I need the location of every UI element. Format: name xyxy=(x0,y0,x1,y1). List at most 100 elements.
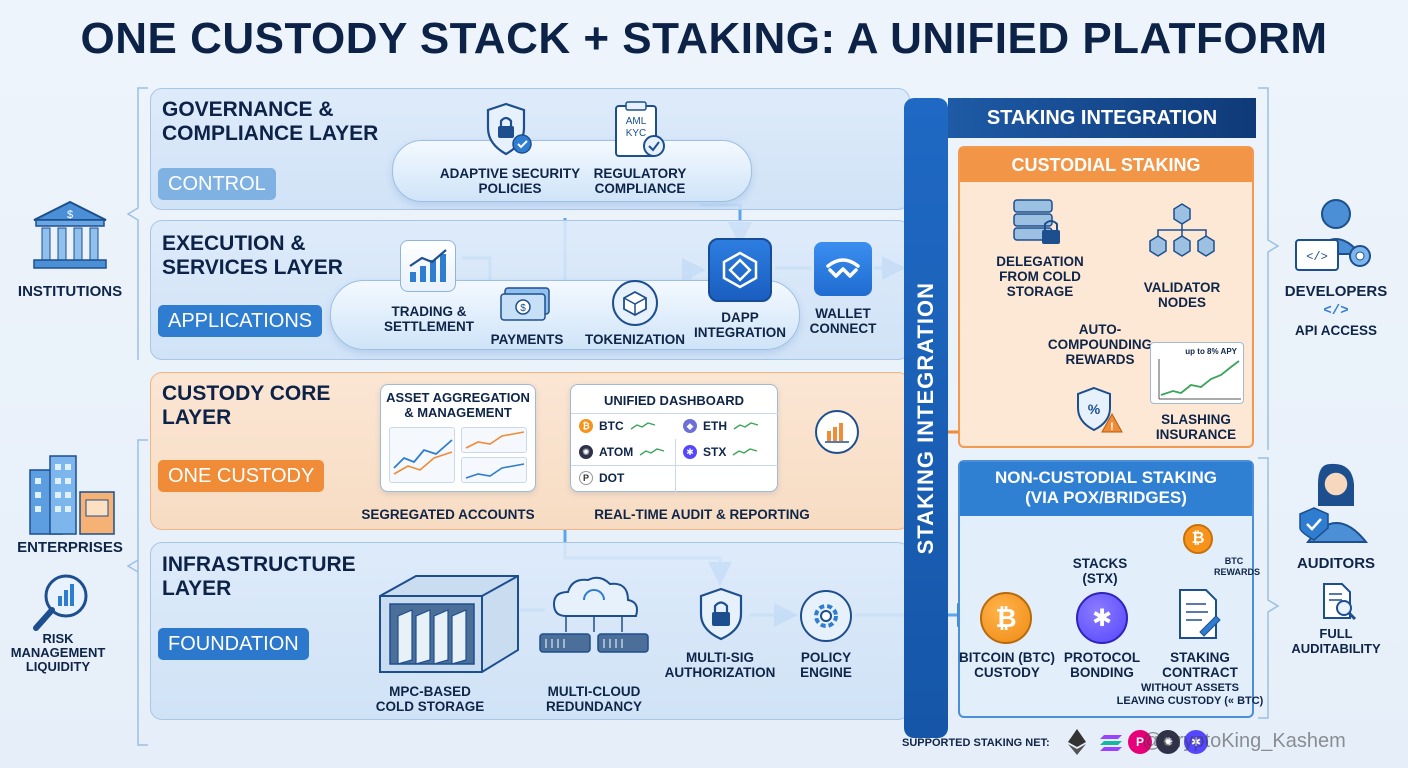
adaptive-security-label: ADAPTIVE SECURITY POLICIES xyxy=(430,166,590,196)
staking-header: STAKING INTEGRATION xyxy=(948,98,1256,138)
svg-text:!: ! xyxy=(1110,421,1114,433)
mini-chart-1 xyxy=(389,427,455,483)
custodial-staking-title: CUSTODIAL STAKING xyxy=(960,148,1252,182)
asset-btc: ₿ BTC xyxy=(579,419,656,433)
auto-line-2: COMPOUNDING xyxy=(1047,337,1153,352)
delegation-line-1: DELEGATION xyxy=(996,254,1084,269)
slashing-insurance-label: SLASHING INSURANCE xyxy=(1136,412,1256,442)
regulatory-line-2: COMPLIANCE xyxy=(594,181,686,196)
contract-icon xyxy=(1176,588,1222,642)
trading-settlement-label: TRADING & SETTLEMENT xyxy=(370,304,488,334)
execution-title-line-2: SERVICES LAYER xyxy=(162,256,343,279)
governance-title: GOVERNANCE & COMPLIANCE LAYER xyxy=(162,98,402,146)
btc-coin-icon: ₿ xyxy=(579,419,593,433)
contract-line-1: STAKING xyxy=(1170,650,1230,665)
btc-rewards-label: BTC REWARDS xyxy=(1214,556,1261,578)
wallet-line-2: CONNECT xyxy=(809,321,877,336)
governance-title-line-1: GOVERNANCE & xyxy=(162,98,334,121)
atom-coin-icon: ✺ xyxy=(579,445,593,459)
server-lock-icon xyxy=(1010,196,1066,250)
enterprises-label: ENTERPRISES xyxy=(17,539,123,556)
cosmos-icon: ✺ xyxy=(1156,730,1180,754)
chart-icon xyxy=(400,240,456,292)
stx-symbol: STX xyxy=(703,445,727,459)
wallet-connect-label: WALLET CONNECT xyxy=(800,306,886,336)
multisig-shield-icon xyxy=(696,586,746,642)
aggregation-title-line-1: ASSET AGGREGATION xyxy=(386,390,530,405)
segregated-accounts-label: SEGREGATED ACCOUNTS xyxy=(361,507,535,522)
clipboard-check-icon: AML KYC xyxy=(612,100,668,160)
tokenization-label: TOKENIZATION xyxy=(585,332,685,347)
noncustodial-title: NON-CUSTODIAL STAKING (VIA POX/BRIDGES) xyxy=(960,462,1252,516)
magnifier-chart-icon xyxy=(30,572,94,636)
btc-rewards-line-1: BTC xyxy=(1224,556,1244,566)
noncustodial-title-line-2: (VIA POX/BRIDGES) xyxy=(1025,488,1187,507)
dapp-line-1: DAPP xyxy=(721,310,759,325)
eth-coin-icon: ◆ xyxy=(683,419,697,433)
risk-label: RISK MANAGEMENT LIQUIDITY xyxy=(10,632,106,674)
staking-contract-label: STAKING CONTRACT xyxy=(1150,650,1250,680)
page-title: ONE CUSTODY STACK + STAKING: A UNIFIED P… xyxy=(80,14,1328,63)
svg-text:%: % xyxy=(1088,401,1101,417)
without-assets-note: WITHOUT ASSETS LEAVING CUSTODY (« BTC) xyxy=(1110,682,1270,708)
gear-icon xyxy=(800,590,852,642)
wallet-line-1: WALLET xyxy=(815,306,871,321)
infrastructure-title-line-1: INFRASTRUCTURE xyxy=(162,553,356,576)
unified-dashboard-panel: UNIFIED DASHBOARD ₿ BTC ◆ ETH ✺ ATOM ✱ S… xyxy=(570,384,779,493)
apy-label: up to 8% APY xyxy=(1185,347,1237,356)
asset-aggregation-title: ASSET AGGREGATION & MANAGEMENT xyxy=(381,390,535,420)
document-search-icon xyxy=(1318,582,1358,622)
multi-sig-line-1: MULTI-SIG xyxy=(686,650,754,665)
asset-dot: P DOT xyxy=(579,471,624,485)
btc-custody-label: BITCOIN (BTC) CUSTODY xyxy=(954,650,1060,680)
dapp-icon xyxy=(708,238,772,302)
bar-chart-icon xyxy=(815,410,859,454)
btc-reward-coin-icon: ₿ xyxy=(1183,524,1213,554)
validator-nodes-icon xyxy=(1144,200,1220,272)
full-auditability-line-1: FULL xyxy=(1319,626,1353,641)
risk-line-2: MANAGEMENT xyxy=(10,645,106,660)
staking-vertical-label: STAKING INTEGRATION xyxy=(913,281,938,555)
risk-line-1: RISK xyxy=(42,631,74,646)
svg-text:$: $ xyxy=(67,209,73,221)
policy-line-2: ENGINE xyxy=(800,665,852,680)
auto-line-1: AUTO- xyxy=(1078,322,1122,337)
real-time-audit-label: REAL-TIME AUDIT & REPORTING xyxy=(594,507,810,522)
solana-icon xyxy=(1100,730,1124,754)
cloud-icon xyxy=(536,572,656,678)
btc-symbol: BTC xyxy=(599,419,624,433)
noncustodial-title-line-1: NON-CUSTODIAL STAKING xyxy=(995,468,1217,487)
slashing-line-1: SLASHING xyxy=(1161,412,1231,427)
multi-cloud-line-2: REDUNDANCY xyxy=(545,699,642,714)
delegation-label: DELEGATION FROM COLD STORAGE xyxy=(984,254,1096,299)
btc-custody-line-1: BITCOIN (BTC) xyxy=(959,650,1055,665)
dapp-integration-label: DAPP INTEGRATION xyxy=(690,310,790,340)
adaptive-security-line-1: ADAPTIVE SECURITY xyxy=(439,166,581,181)
polkadot-icon: P xyxy=(1128,730,1152,754)
institutions-label: INSTITUTIONS xyxy=(17,283,123,300)
developer-icon: </> xyxy=(1292,194,1376,278)
walletconnect-icon xyxy=(814,242,872,296)
risk-line-3: LIQUIDITY xyxy=(25,659,91,674)
multi-sig-line-2: AUTHORIZATION xyxy=(664,665,776,680)
mpc-cold-storage-label: MPC-BASED COLD STORAGE xyxy=(360,684,500,714)
asset-stx: ✱ STX xyxy=(683,445,758,459)
execution-title-line-1: EXECUTION & xyxy=(162,232,306,255)
btc-rewards-line-2: REWARDS xyxy=(1214,567,1261,577)
apy-growth-chart xyxy=(1158,359,1241,400)
custody-core-title-line-2: LAYER xyxy=(162,406,232,429)
multi-cloud-line-1: MULTI-CLOUD xyxy=(547,684,641,699)
api-access-label: API ACCESS xyxy=(1294,323,1377,338)
enterprise-building-icon xyxy=(22,452,118,536)
stx-coin-icon: ✱ xyxy=(683,445,697,459)
protocol-bonding-label: PROTOCOL BONDING xyxy=(1056,650,1148,680)
payments-label: PAYMENTS xyxy=(490,332,564,347)
supported-net-label: SUPPORTED STAKING NET: xyxy=(902,737,1050,749)
multi-sig-label: MULTI-SIG AUTHORIZATION xyxy=(660,650,780,680)
slashing-line-2: INSURANCE xyxy=(1155,427,1237,442)
multi-cloud-label: MULTI-CLOUD REDUNDANCY xyxy=(524,684,664,714)
staking-integration-bar: STAKING INTEGRATION xyxy=(904,98,948,738)
shield-lock-icon xyxy=(484,100,536,160)
custody-core-title-line-1: CUSTODY CORE xyxy=(162,382,331,405)
full-auditability-line-2: AUDITABILITY xyxy=(1291,641,1381,656)
